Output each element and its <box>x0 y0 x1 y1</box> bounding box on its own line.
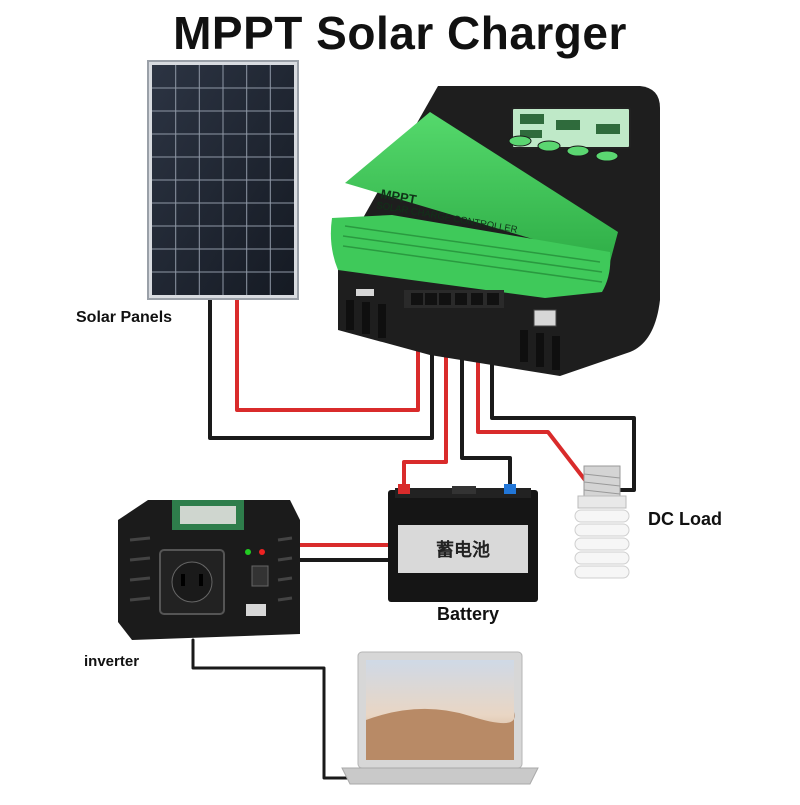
load-negative-wire <box>490 303 636 492</box>
laptop-cable <box>191 638 356 780</box>
inverter-switch <box>251 565 269 587</box>
inverter-led-green <box>245 549 251 555</box>
dc-load-label: DC Load <box>648 509 722 529</box>
controller-brand: MPPT <box>379 186 417 207</box>
battery-positive-wire <box>402 303 448 494</box>
solar-panels-label: Solar Panels <box>76 309 173 326</box>
battery-negative-wire <box>460 303 512 494</box>
solar-panel-icon <box>147 60 299 300</box>
status-led <box>356 289 374 296</box>
battery-label: 蓄电池 <box>436 539 490 561</box>
usb-port <box>533 309 557 327</box>
wiring <box>191 298 636 780</box>
battery-caption: Battery <box>437 604 500 624</box>
page-title: MPPT Solar Charger <box>173 7 627 59</box>
controller-icon: MPPT SOLAR CHARGE CONTROLLER <box>330 86 660 376</box>
battery-icon: 蓄电池 <box>388 484 538 602</box>
menu-button <box>508 135 532 147</box>
inverter-label: inverter <box>84 653 140 670</box>
battery-negative-terminal <box>504 484 516 494</box>
solar-positive-wire <box>235 298 420 412</box>
set-button <box>595 150 619 162</box>
load-positive-wire <box>476 303 587 482</box>
up-button <box>537 140 561 152</box>
laptop-icon <box>341 651 539 785</box>
inverter-icon <box>118 500 300 640</box>
battery-positive-terminal <box>398 484 410 494</box>
solar-cell-grid <box>152 65 294 295</box>
terminal-block <box>404 290 504 308</box>
down-button <box>566 145 590 157</box>
controller-buttons <box>508 135 619 162</box>
bulb-icon <box>574 465 630 579</box>
inverter-led-red <box>259 549 265 555</box>
inverter-usb <box>246 604 266 616</box>
solar-negative-wire <box>208 298 434 440</box>
